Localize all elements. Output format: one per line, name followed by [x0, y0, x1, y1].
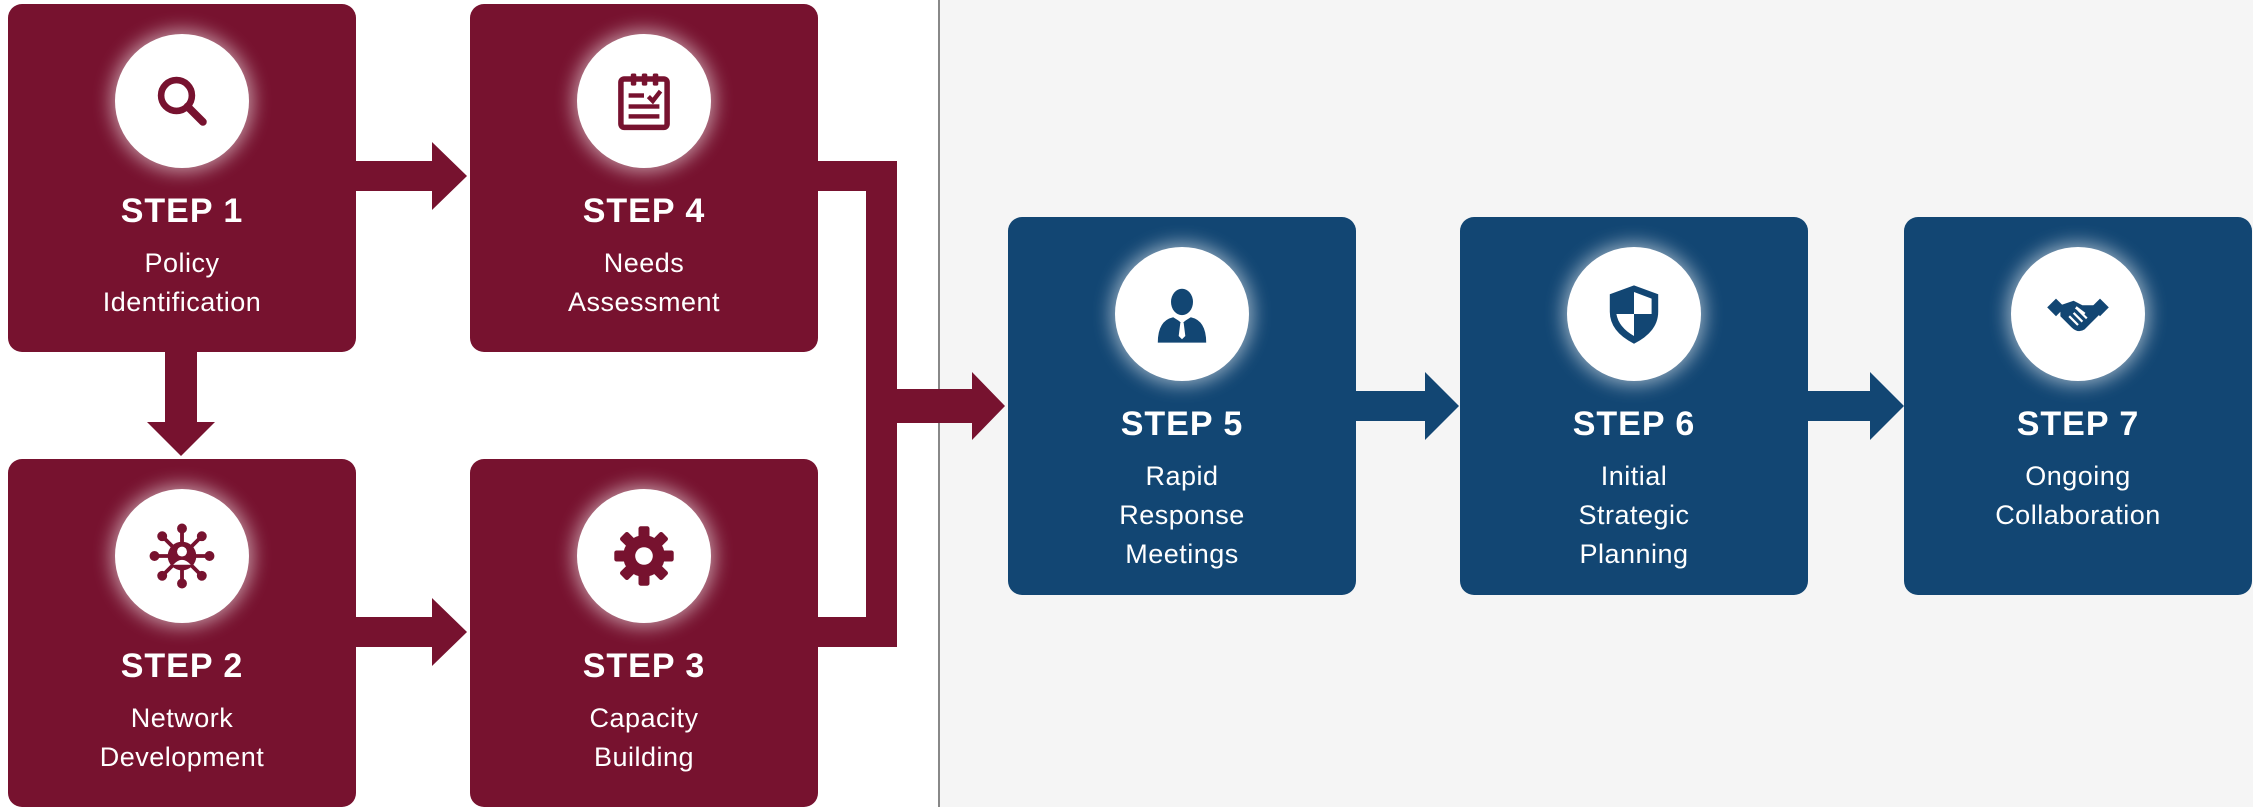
step-5-box: STEP 5 Rapid Response Meetings — [1008, 217, 1356, 595]
step-4-box: STEP 4 Needs Assessment — [470, 4, 818, 352]
step-3-label: Capacity Building — [589, 703, 699, 772]
step-7-icon-circle — [2011, 247, 2145, 381]
arrow-step2-to-step3 — [354, 598, 467, 666]
step-6-icon-circle — [1567, 247, 1701, 381]
step-2-title: STEP 2 — [120, 647, 244, 685]
step-6-title: STEP 6 — [1572, 405, 1696, 443]
step-6-box: STEP 6 Initial Strategic Planning — [1460, 217, 1808, 595]
step-3-title: STEP 3 — [582, 647, 706, 685]
step-2-box: STEP 2 Network Development — [8, 459, 356, 807]
step-1-box: STEP 1 Policy Identification — [8, 4, 356, 352]
step-6-label: Initial Strategic Planning — [1578, 461, 1690, 569]
search-icon — [157, 76, 207, 126]
step-4-icon-circle — [577, 34, 711, 168]
clipboard-icon — [618, 73, 670, 131]
step-7-box: STEP 7 Ongoing Collaboration — [1904, 217, 2252, 595]
step-7-label: Ongoing Collaboration — [1995, 461, 2161, 530]
step-4-label: Needs Assessment — [567, 248, 721, 317]
arrow-step6-to-step7 — [1808, 372, 1904, 440]
step-5-icon-circle — [1115, 247, 1249, 381]
network-icon — [149, 523, 215, 589]
arrow-step1-to-step2 — [147, 350, 215, 456]
step-3-box: STEP 3 Capacity Building — [470, 459, 818, 807]
step-2-icon-circle — [115, 489, 249, 623]
step-1-title: STEP 1 — [120, 192, 244, 230]
person-icon — [1157, 288, 1207, 343]
step-1-label: Policy Identification — [102, 248, 262, 317]
shield-icon — [1609, 285, 1659, 344]
arrow-step1-to-step4 — [354, 142, 467, 210]
step-2-label: Network Development — [99, 703, 265, 772]
step-3-icon-circle — [577, 489, 711, 623]
connector-step4-step3-to-step5 — [817, 161, 1005, 647]
step-7-title: STEP 7 — [2016, 405, 2140, 443]
step-4-title: STEP 4 — [582, 192, 706, 230]
arrow-step5-to-step6 — [1355, 372, 1459, 440]
step-5-title: STEP 5 — [1120, 405, 1244, 443]
handshake-icon — [2047, 298, 2109, 332]
step-5-label: Rapid Response Meetings — [1119, 461, 1245, 569]
step-1-icon-circle — [115, 34, 249, 168]
gear-icon — [614, 526, 674, 586]
